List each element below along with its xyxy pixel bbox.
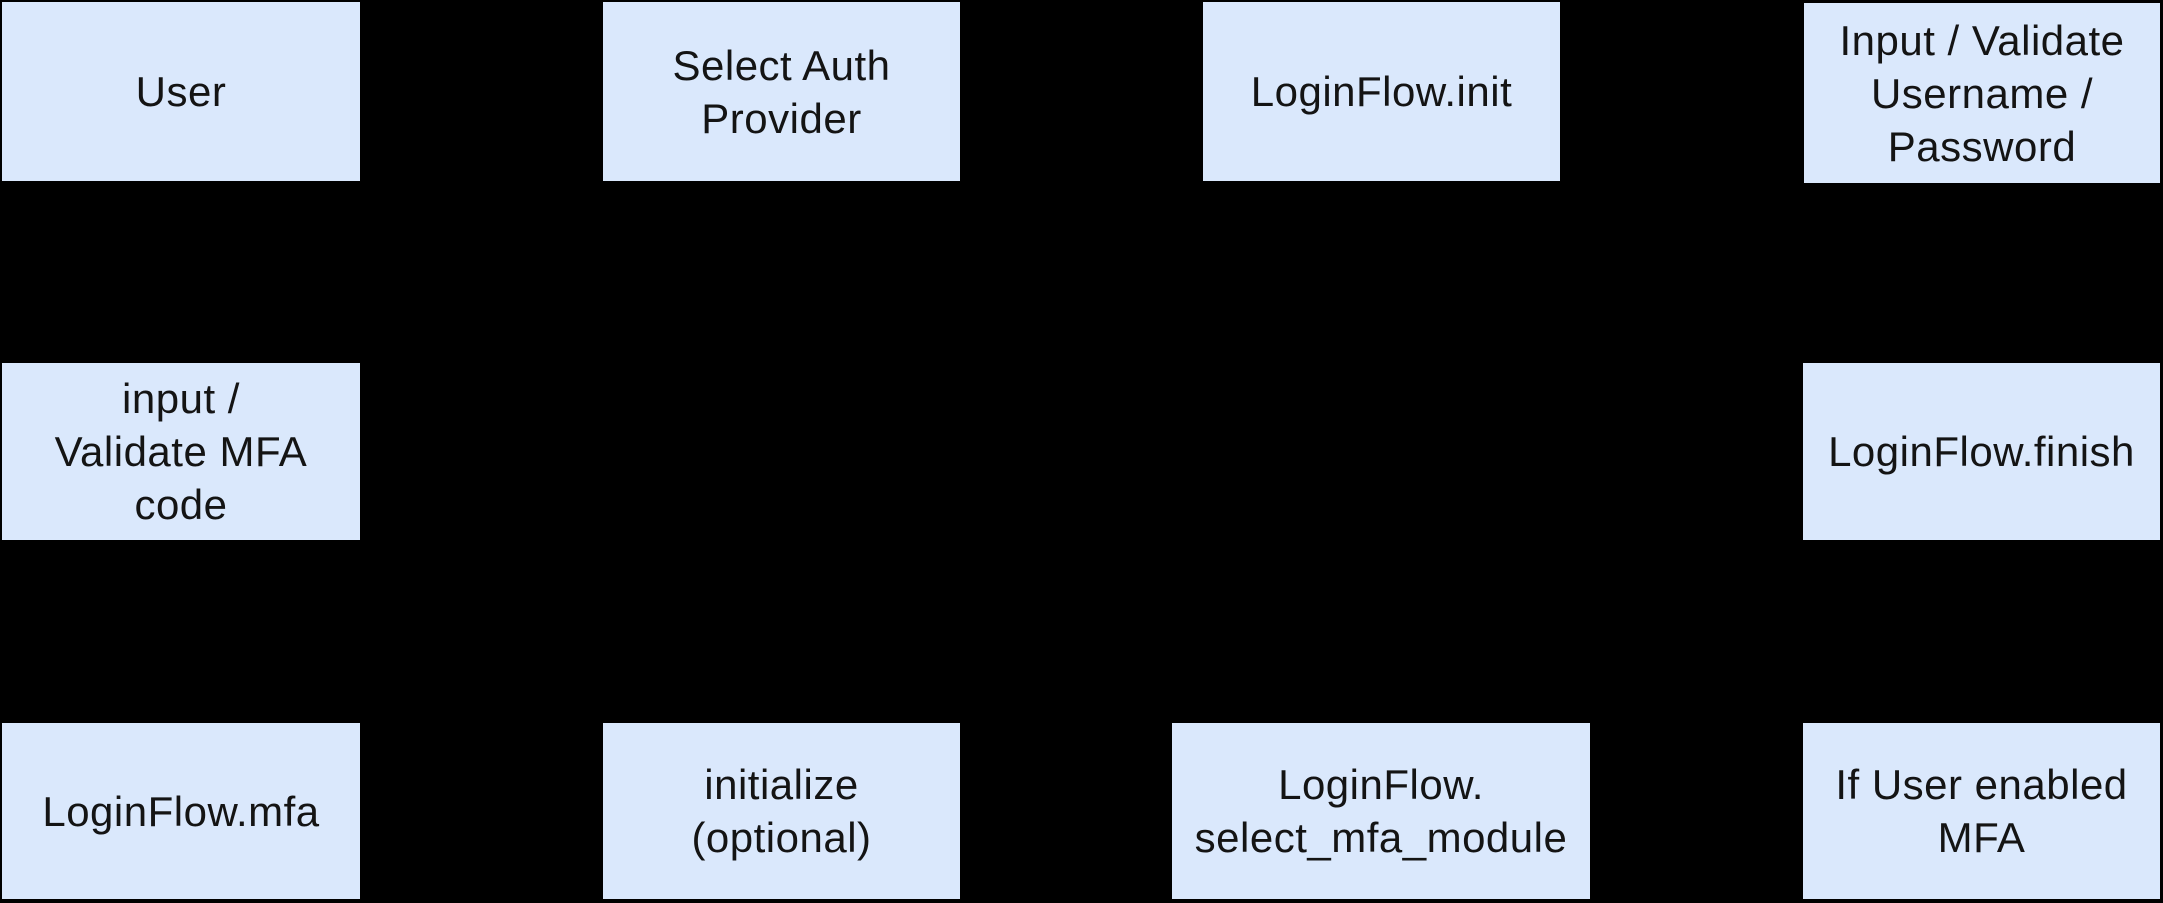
node-loginflow-mfa: LoginFlow.mfa <box>2 723 360 899</box>
node-input-validate-mfa-code-label: input / Validate MFA code <box>54 375 308 528</box>
node-if-user-enabled-mfa: If User enabled MFA <box>1803 723 2160 899</box>
node-select-auth-provider-label: Select Auth Provider <box>672 41 891 142</box>
node-loginflow-init-label: LoginFlow.init <box>1250 68 1513 115</box>
node-loginflow-mfa-label: LoginFlow.mfa <box>42 787 320 835</box>
node-initialize-optional: initialize (optional) <box>603 723 960 899</box>
node-input-validate-username-password-label: Input / Validate Username / Password <box>1839 16 2125 170</box>
node-user-label: User <box>135 68 227 115</box>
node-loginflow-finish: LoginFlow.finish <box>1803 363 2160 540</box>
node-select-auth-provider: Select Auth Provider <box>603 2 960 181</box>
node-loginflow-init: LoginFlow.init <box>1203 2 1560 181</box>
node-user: User <box>2 2 360 181</box>
node-loginflow-select-mfa-module: LoginFlow. select_mfa_module <box>1172 723 1590 899</box>
node-input-validate-mfa-code: input / Validate MFA code <box>2 363 360 540</box>
node-loginflow-select-mfa-module-label: LoginFlow. select_mfa_module <box>1194 761 1568 861</box>
node-initialize-optional-label: initialize (optional) <box>691 761 872 861</box>
node-loginflow-finish-label: LoginFlow.finish <box>1828 428 2135 475</box>
node-input-validate-username-password: Input / Validate Username / Password <box>1804 3 2160 183</box>
node-if-user-enabled-mfa-label: If User enabled MFA <box>1835 761 2128 861</box>
